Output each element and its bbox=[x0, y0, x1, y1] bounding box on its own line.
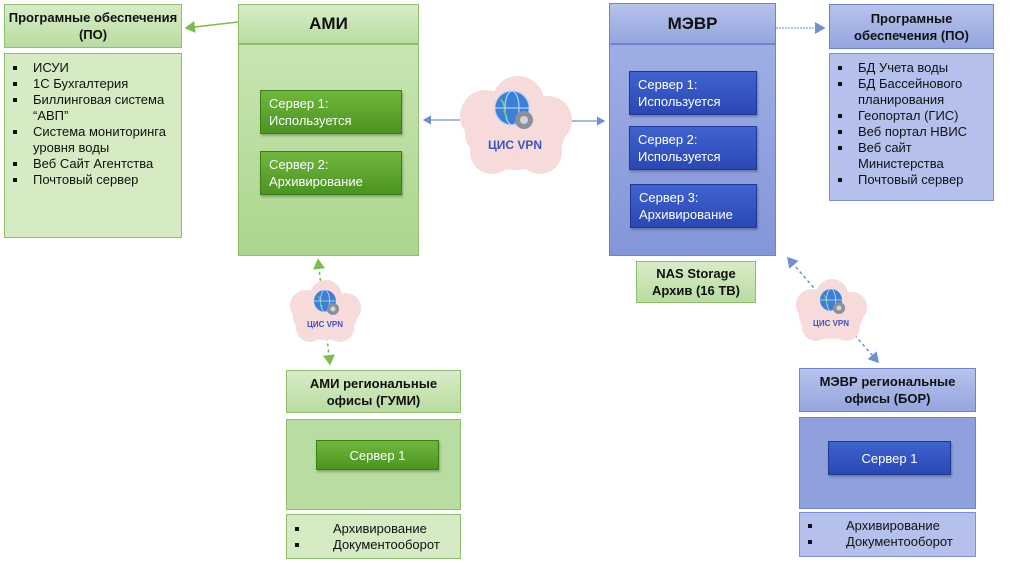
cloud-icon bbox=[796, 279, 867, 341]
mevr-server-3: Сервер 3: Архивирование bbox=[630, 184, 757, 228]
nas-capacity: Архив (16 TB) bbox=[651, 283, 741, 298]
globe-gear-icon bbox=[820, 288, 845, 314]
list-item: Архивирование bbox=[800, 518, 975, 534]
ami-regional-server: Сервер 1 bbox=[316, 440, 439, 470]
ami-server-2: Сервер 2: Архивирование bbox=[260, 151, 402, 195]
ami-regional-title-box: АМИ региональные офисы (ГУМИ) bbox=[286, 370, 461, 413]
ami-panel bbox=[238, 44, 419, 256]
nas-storage-box: NAS Storage Архив (16 TB) bbox=[636, 261, 756, 303]
server-status: Используется bbox=[638, 149, 721, 164]
ami-server-1: Сервер 1: Используется bbox=[260, 90, 402, 134]
list-item: Веб Сайт Агентства bbox=[5, 156, 181, 172]
server-label: Сервер 3: bbox=[639, 190, 699, 205]
mevr-regional-title: МЭВР региональные офисы (БОР) bbox=[819, 374, 956, 406]
list-item: Биллинговая система “АВП” bbox=[5, 92, 181, 124]
list-item: Геопортал (ГИС) bbox=[830, 108, 993, 124]
server-status: Архивирование bbox=[269, 174, 363, 189]
mevr-server-2: Сервер 2: Используется bbox=[629, 126, 757, 170]
ami-to-software-arrow bbox=[184, 21, 239, 33]
list-item: БД Бассейнового планирования bbox=[830, 76, 993, 108]
list-item: ИСУИ bbox=[5, 60, 181, 76]
right-software-title-box: Програмные обеспечения (ПО) bbox=[829, 4, 994, 49]
server-label: Сервер 2: bbox=[269, 157, 329, 172]
right-software-list: БД Учета воды БД Бассейнового планирован… bbox=[830, 60, 993, 188]
globe-gear-icon bbox=[314, 289, 339, 315]
list-item: Веб портал НВИС bbox=[830, 124, 993, 140]
mevr-regional-list-box: Архивирование Документооборот bbox=[799, 512, 976, 557]
globe-gear-icon bbox=[494, 90, 533, 129]
list-item: БД Учета воды bbox=[830, 60, 993, 76]
vpn-cloud-main: ЦИС VPN bbox=[452, 72, 578, 184]
mevr-server-1: Сервер 1: Используется bbox=[629, 71, 757, 115]
server-status: Используется bbox=[638, 94, 721, 109]
mevr-title: МЭВР bbox=[667, 13, 718, 33]
mevr-regional-list: Архивирование Документооборот bbox=[800, 518, 975, 550]
vpn-cloud-right: ЦИС VPN bbox=[790, 277, 872, 347]
right-software-title: Програмные обеспечения (ПО) bbox=[854, 10, 969, 43]
ami-title: АМИ bbox=[309, 14, 348, 33]
left-software-title-box: Програмные обеспечения (ПО) bbox=[4, 4, 182, 48]
left-software-list-box: ИСУИ 1С Бухгалтерия Биллинговая система … bbox=[4, 53, 182, 238]
left-software-list: ИСУИ 1С Бухгалтерия Биллинговая система … bbox=[5, 60, 181, 188]
list-item: Архивирование bbox=[287, 521, 460, 537]
vpn-label: ЦИС VPN bbox=[487, 138, 543, 152]
ami-regional-list: Архивирование Документооборот bbox=[287, 521, 460, 553]
list-item: Документооборот bbox=[287, 537, 460, 553]
list-item: Почтовый сервер bbox=[5, 172, 181, 188]
mevr-title-box: МЭВР bbox=[609, 3, 776, 44]
server-label: Сервер 2: bbox=[638, 132, 698, 147]
server-label: Сервер 1: bbox=[638, 77, 698, 92]
ami-regional-title: АМИ региональные офисы (ГУМИ) bbox=[309, 375, 438, 408]
vpn-label: ЦИС VPN bbox=[306, 320, 344, 329]
mevr-regional-title-box: МЭВР региональные офисы (БОР) bbox=[799, 368, 976, 412]
vpn-cloud-left: ЦИС VPN bbox=[284, 278, 366, 348]
list-item: Документооборот bbox=[800, 534, 975, 550]
list-item: 1С Бухгалтерия bbox=[5, 76, 181, 92]
server-status: Используется bbox=[269, 113, 352, 128]
ami-title-box: АМИ bbox=[238, 4, 419, 44]
ami-regional-list-box: Архивирование Документооборот bbox=[286, 514, 461, 559]
cloud-icon bbox=[460, 76, 572, 174]
left-software-title: Програмные обеспечения (ПО) bbox=[8, 10, 178, 42]
server-label: Сервер 1 bbox=[349, 447, 406, 463]
list-item: Веб сайт Министерства bbox=[830, 140, 993, 172]
server-label: Сервер 1 bbox=[861, 450, 918, 466]
mevr-regional-server: Сервер 1 bbox=[828, 441, 951, 475]
right-software-list-box: БД Учета воды БД Бассейнового планирован… bbox=[829, 53, 994, 201]
list-item: Почтовый сервер bbox=[830, 172, 993, 188]
server-label: Сервер 1: bbox=[269, 96, 329, 111]
vpn-label: ЦИС VPN bbox=[812, 319, 850, 328]
nas-title: NAS Storage bbox=[656, 266, 736, 281]
server-status: Архивирование bbox=[639, 207, 733, 222]
list-item: Система мониторинга уровня воды bbox=[5, 124, 181, 156]
